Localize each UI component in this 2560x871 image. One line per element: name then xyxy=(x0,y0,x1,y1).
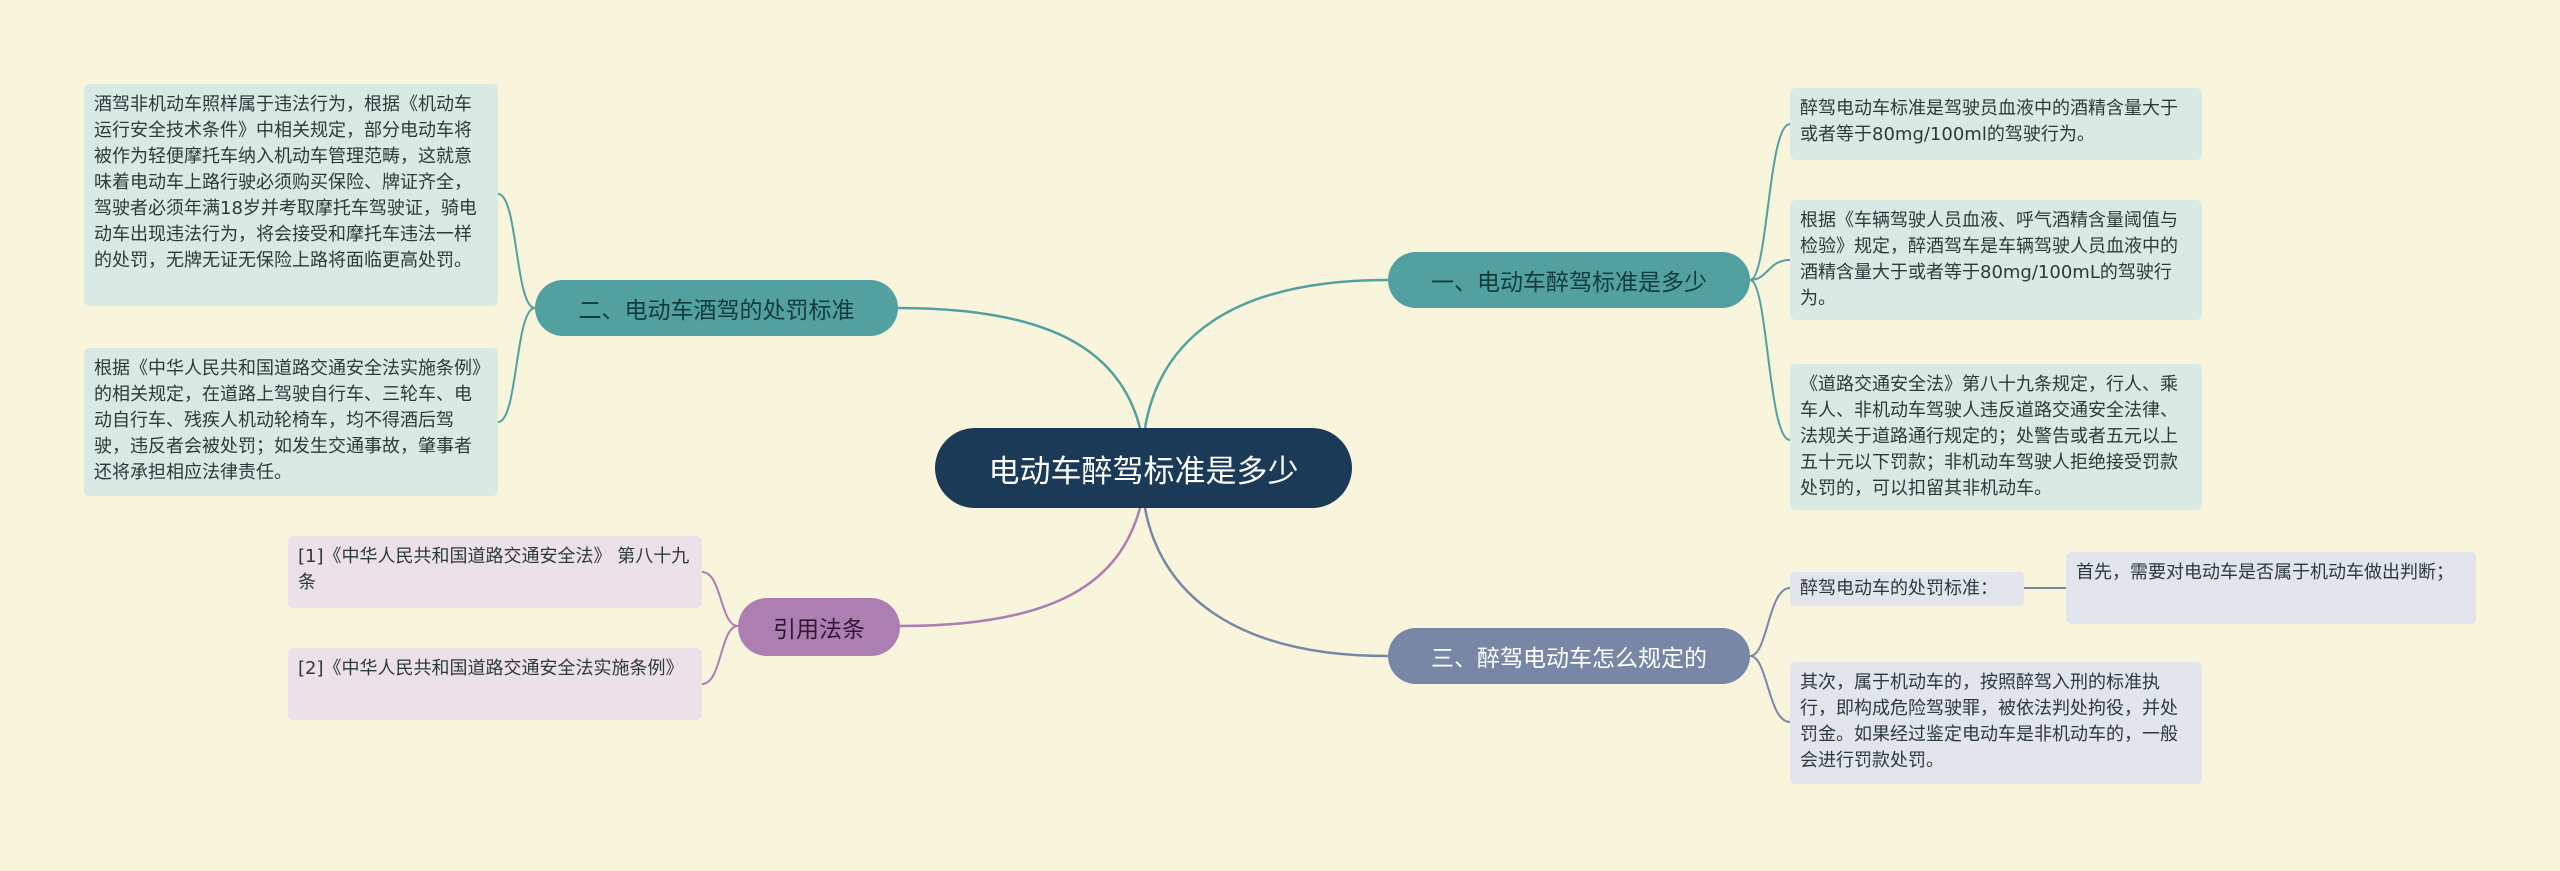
branch-regulation[interactable]: 三、醉驾电动车怎么规定的 xyxy=(1388,628,1750,684)
edge-b3-sub xyxy=(1749,587,1791,657)
edge-b3-leaf xyxy=(1749,655,1791,723)
branch-cited-laws[interactable]: 引用法条 xyxy=(738,598,900,656)
leaf-b1-2[interactable]: 根据《车辆驾驶人员血液、呼气酒精含量阈值与检验》规定，醉酒驾车是车辆驾驶人员血液… xyxy=(1790,200,2202,320)
leaf-b4-1[interactable]: [1]《中华人民共和国道路交通安全法》 第八十九条 xyxy=(288,536,702,608)
edge-b4-leaf1 xyxy=(701,571,739,627)
edge-root-b3 xyxy=(1143,507,1389,658)
edge-b1-leaf2 xyxy=(1749,259,1791,281)
leaf-b1-1[interactable]: 醉驾电动车标准是驾驶员血液中的酒精含量大于或者等于80mg/100ml的驾驶行为… xyxy=(1790,88,2202,160)
sub-label-penalty[interactable]: 醉驾电动车的处罚标准： xyxy=(1790,572,2024,606)
leaf-b2-1[interactable]: 酒驾非机动车照样属于违法行为，根据《机动车运行安全技术条件》中相关规定，部分电动… xyxy=(84,84,498,306)
leaf-b3-1[interactable]: 其次，属于机动车的，按照醉驾入刑的标准执行，即构成危险驾驶罪，被依法判处拘役，并… xyxy=(1790,662,2202,784)
edge-b4-leaf2 xyxy=(701,625,739,685)
branch-penalty-standard[interactable]: 一、电动车醉驾标准是多少 xyxy=(1388,252,1750,308)
leaf-b4-2[interactable]: [2]《中华人民共和国道路交通安全法实施条例》 xyxy=(288,648,702,720)
edge-root-b2 xyxy=(897,306,1142,429)
edge-b2-leaf2 xyxy=(497,307,536,423)
edge-b1-bracket xyxy=(1749,123,1791,281)
root-topic[interactable]: 电动车醉驾标准是多少 xyxy=(935,428,1352,508)
edge-root-b4 xyxy=(899,507,1142,628)
edge-b1-leaf3 xyxy=(1749,279,1791,441)
edge-b2-leaf1 xyxy=(497,193,536,309)
leaf-b1-3[interactable]: 《道路交通安全法》第八十九条规定，行人、乘车人、非机动车驾驶人违反道路交通安全法… xyxy=(1790,364,2202,510)
branch-drunk-driving-penalty[interactable]: 二、电动车酒驾的处罚标准 xyxy=(535,280,898,336)
leaf-b2-2[interactable]: 根据《中华人民共和国道路交通安全法实施条例》的相关规定，在道路上驾驶自行车、三轮… xyxy=(84,348,498,496)
leaf-b3-sub[interactable]: 首先，需要对电动车是否属于机动车做出判断； xyxy=(2066,552,2476,624)
edge-root-b1 xyxy=(1143,278,1389,429)
